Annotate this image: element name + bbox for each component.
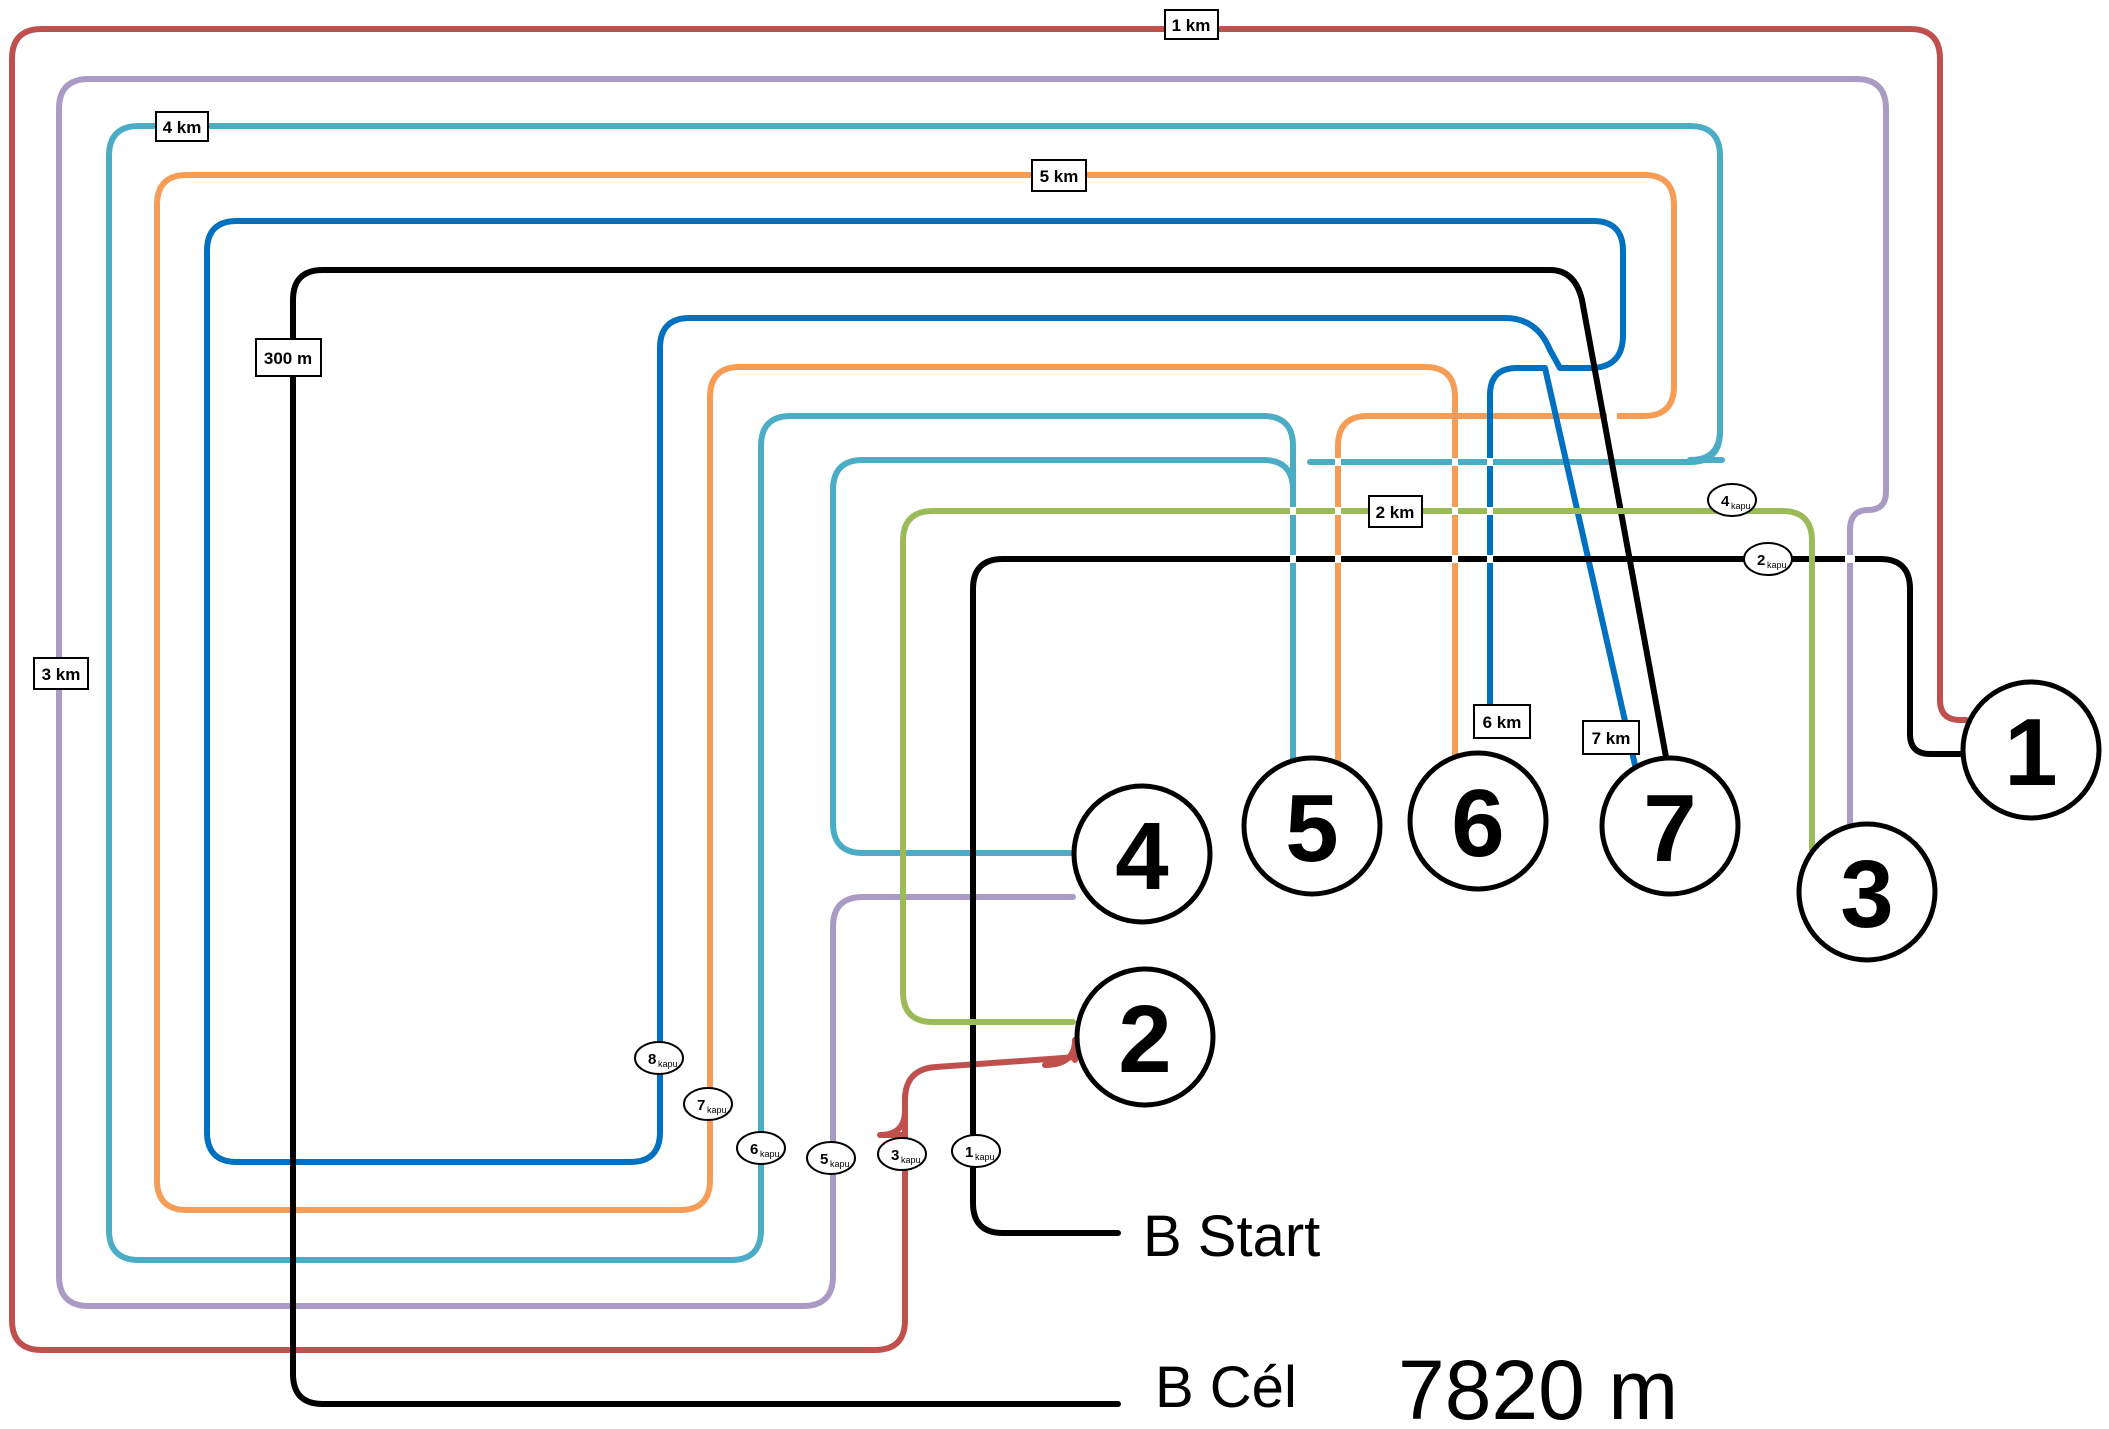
route-green-loop bbox=[900, 508, 1815, 1025]
gate-number: 5 bbox=[820, 1151, 828, 1168]
station-4: 4 bbox=[1071, 783, 1213, 925]
route-black-start bbox=[970, 556, 1965, 1236]
finish-label: B Cél bbox=[1155, 1355, 1297, 1420]
gate-3: 3 kapu bbox=[877, 1137, 927, 1171]
distance-label-1km: 1 km bbox=[1164, 9, 1219, 40]
distance-label-6km: 6 km bbox=[1473, 704, 1531, 739]
gate-number: 6 bbox=[750, 1141, 758, 1158]
gate-7: 7 kapu bbox=[683, 1087, 733, 1121]
station-4-number: 4 bbox=[1115, 803, 1168, 910]
label-text: 5 km bbox=[1040, 167, 1079, 186]
route-lightblue-outer bbox=[106, 123, 1723, 1263]
gate-number: 2 bbox=[1757, 552, 1765, 569]
label-box bbox=[155, 111, 209, 142]
route-blue-loop bbox=[204, 218, 1638, 1165]
station-3: 3 bbox=[1796, 821, 1938, 963]
gate-8: 8 kapu bbox=[634, 1041, 684, 1075]
gate-number: 7 bbox=[697, 1097, 705, 1114]
label-text: 300 m bbox=[264, 349, 312, 368]
station-3-number: 3 bbox=[1840, 841, 1893, 948]
gate-sub: kapu bbox=[707, 1105, 727, 1115]
station-circle bbox=[1071, 783, 1213, 925]
gate-ellipse bbox=[877, 1137, 927, 1171]
gate-sub: kapu bbox=[760, 1149, 780, 1159]
route-black-loop bbox=[290, 267, 1669, 1407]
total-distance: 7820 m bbox=[1398, 1343, 1678, 1424]
distance-label-5km: 5 km bbox=[1031, 159, 1087, 192]
label-text: 3 km bbox=[42, 665, 81, 684]
gate-ellipse bbox=[683, 1087, 733, 1121]
gate-ellipse bbox=[1707, 483, 1757, 517]
station-6: 6 bbox=[1407, 750, 1549, 892]
route-red-outer bbox=[877, 1092, 908, 1138]
station-circle bbox=[1241, 755, 1383, 897]
label-text: 2 km bbox=[1376, 503, 1415, 522]
label-text: 7 km bbox=[1592, 729, 1631, 748]
gate-number: 3 bbox=[891, 1147, 899, 1164]
gate-2: 2 kapu bbox=[1743, 542, 1793, 576]
route-purple-loop bbox=[56, 76, 1889, 1309]
station-circle bbox=[1407, 750, 1549, 892]
label-box bbox=[1164, 9, 1219, 40]
station-circle bbox=[1960, 679, 2102, 821]
crossing-gaps bbox=[1290, 412, 1855, 563]
label-box bbox=[1368, 495, 1423, 528]
station-2: 2 bbox=[1074, 966, 1216, 1108]
station-7: 7 bbox=[1599, 755, 1741, 897]
distance-label-7km: 7 km bbox=[1582, 720, 1640, 755]
gate-ellipse bbox=[736, 1131, 786, 1165]
station-1-number: 1 bbox=[2004, 699, 2057, 806]
distance-label-2km: 2 km bbox=[1368, 495, 1423, 528]
label-box bbox=[1031, 159, 1087, 192]
label-text: 4 km bbox=[163, 118, 202, 137]
gate-4: 4 kapu bbox=[1707, 483, 1757, 517]
label-box bbox=[1473, 704, 1531, 739]
station-7-number: 7 bbox=[1643, 775, 1696, 882]
distance-label-300m: 300 m bbox=[255, 338, 322, 377]
station-5: 5 bbox=[1241, 755, 1383, 897]
gate-5: 5 kapu bbox=[806, 1141, 856, 1175]
gate-sub: kapu bbox=[658, 1059, 678, 1069]
station-circle bbox=[1074, 966, 1216, 1108]
label-text: 1 km bbox=[1172, 16, 1211, 35]
gate-sub: kapu bbox=[1767, 560, 1787, 570]
gate-sub: kapu bbox=[901, 1155, 921, 1165]
distance-label-4km: 4 km bbox=[155, 111, 209, 142]
route-orange-loop bbox=[154, 172, 1677, 1213]
station-5-number: 5 bbox=[1285, 775, 1338, 882]
gate-ellipse bbox=[806, 1141, 856, 1175]
gate-6: 6 kapu bbox=[736, 1131, 786, 1165]
station-circle bbox=[1599, 755, 1741, 897]
label-box bbox=[1582, 720, 1640, 755]
label-box bbox=[33, 657, 89, 690]
label-box bbox=[255, 338, 322, 377]
label-text: 6 km bbox=[1483, 713, 1522, 732]
station-1: 1 bbox=[1960, 679, 2102, 821]
station-2-number: 2 bbox=[1118, 986, 1171, 1093]
start-label: B Start bbox=[1143, 1204, 1320, 1269]
station-6-number: 6 bbox=[1451, 770, 1504, 877]
gate-number: 4 bbox=[1721, 493, 1730, 510]
gate-ellipse bbox=[951, 1134, 1001, 1168]
gate-number: 8 bbox=[648, 1051, 656, 1068]
gate-ellipse bbox=[1743, 542, 1793, 576]
gate-ellipse bbox=[634, 1041, 684, 1075]
gate-sub: kapu bbox=[830, 1159, 850, 1169]
gate-1: 1 kapu bbox=[951, 1134, 1001, 1168]
station-circle bbox=[1796, 821, 1938, 963]
gate-sub: kapu bbox=[1731, 501, 1751, 511]
gate-sub: kapu bbox=[975, 1152, 995, 1162]
distance-label-3km: 3 km bbox=[33, 657, 89, 690]
gate-number: 1 bbox=[965, 1144, 973, 1161]
route-red-loop bbox=[9, 26, 1969, 1353]
